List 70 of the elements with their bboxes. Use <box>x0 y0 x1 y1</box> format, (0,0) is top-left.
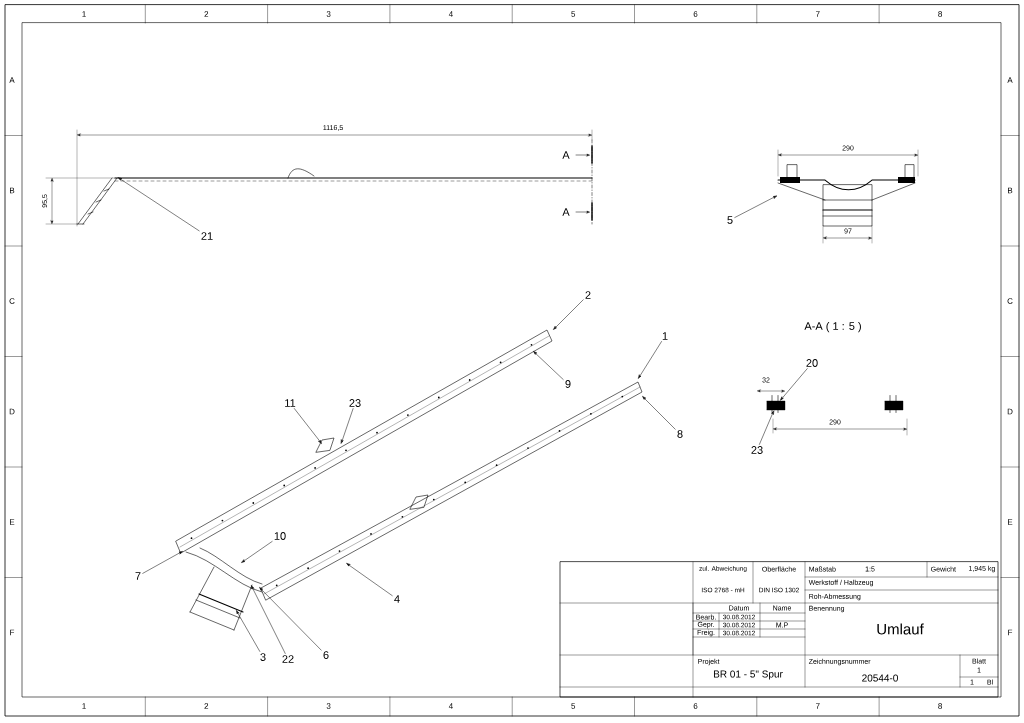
leader-line <box>346 563 393 596</box>
grid-label: B <box>1008 187 1013 194</box>
drawing-title: Umlauf <box>877 623 924 635</box>
grid-label: 8 <box>938 703 942 709</box>
leader-line <box>341 408 354 444</box>
callout-number: 1 <box>662 332 668 340</box>
grid-label: F <box>1008 629 1013 636</box>
leader-line <box>642 396 676 430</box>
grid-label: D <box>9 408 15 415</box>
leader-line <box>142 551 183 574</box>
leader-line <box>533 351 564 380</box>
grid-label: 7 <box>816 703 820 709</box>
callout-number: 11 <box>285 399 296 407</box>
grid-label: 6 <box>693 11 698 17</box>
leader-line <box>118 177 200 232</box>
grid-label: 7 <box>816 11 820 17</box>
leader-line <box>259 587 322 651</box>
grid-label: 5 <box>571 703 576 709</box>
title-block-text: BR 01 - 5" Spur <box>714 670 783 680</box>
grid-label: A <box>9 77 15 83</box>
grid-label: 3 <box>326 703 331 709</box>
grid-label: 5 <box>571 11 576 17</box>
grid-label: 4 <box>448 11 453 17</box>
section-block <box>766 395 786 413</box>
section-label: A <box>562 151 570 159</box>
grid-label: B <box>10 187 15 194</box>
grid-label: A <box>1007 77 1013 83</box>
ladder-drawing <box>76 177 118 225</box>
callout-number: 23 <box>751 446 763 454</box>
leader-line <box>241 541 273 563</box>
callout-number: 23 <box>349 399 361 407</box>
leader-line <box>638 341 662 379</box>
leader-line <box>236 610 261 652</box>
end-view-drawing <box>777 164 916 227</box>
grid-label: 4 <box>448 703 453 709</box>
leader-line <box>780 368 808 401</box>
grid-label: 3 <box>326 11 331 17</box>
leader-line <box>251 585 286 654</box>
callout-number: 8 <box>677 430 683 438</box>
callout-number: 20 <box>806 359 818 367</box>
section-block <box>884 395 904 413</box>
callout-number: 21 <box>201 232 213 240</box>
grid-label: 2 <box>204 11 209 17</box>
callout-number: 5 <box>727 216 733 224</box>
grid-label: 1 <box>82 11 86 17</box>
callout-number: 22 <box>282 655 294 663</box>
leader-line <box>734 195 777 218</box>
grid-label: E <box>10 519 15 525</box>
callout-number: 3 <box>260 653 266 661</box>
callout-number: 7 <box>135 572 141 580</box>
leader-line <box>553 299 584 330</box>
grid-label: C <box>9 298 15 304</box>
leader-line <box>759 410 774 445</box>
callout-number: 4 <box>394 595 400 603</box>
callout-number: 2 <box>585 291 591 299</box>
callout-number: 9 <box>565 380 571 388</box>
grid-label: 8 <box>938 11 942 17</box>
grid-label: 2 <box>204 703 209 709</box>
grid-label: 1 <box>82 703 86 709</box>
title-block-text: 20544-0 <box>862 674 898 682</box>
callout-number: 6 <box>323 651 329 659</box>
grid-label: E <box>1008 519 1013 525</box>
grid-label: C <box>1007 298 1013 304</box>
grid-label: 6 <box>693 703 698 709</box>
leader-line <box>294 408 322 444</box>
view-title: A-A ( 1 : 5 ) <box>804 321 861 333</box>
grid-label: D <box>1007 408 1013 415</box>
callout-number: 10 <box>274 532 286 540</box>
grid-label: F <box>10 629 15 636</box>
section-label: A <box>562 208 570 216</box>
